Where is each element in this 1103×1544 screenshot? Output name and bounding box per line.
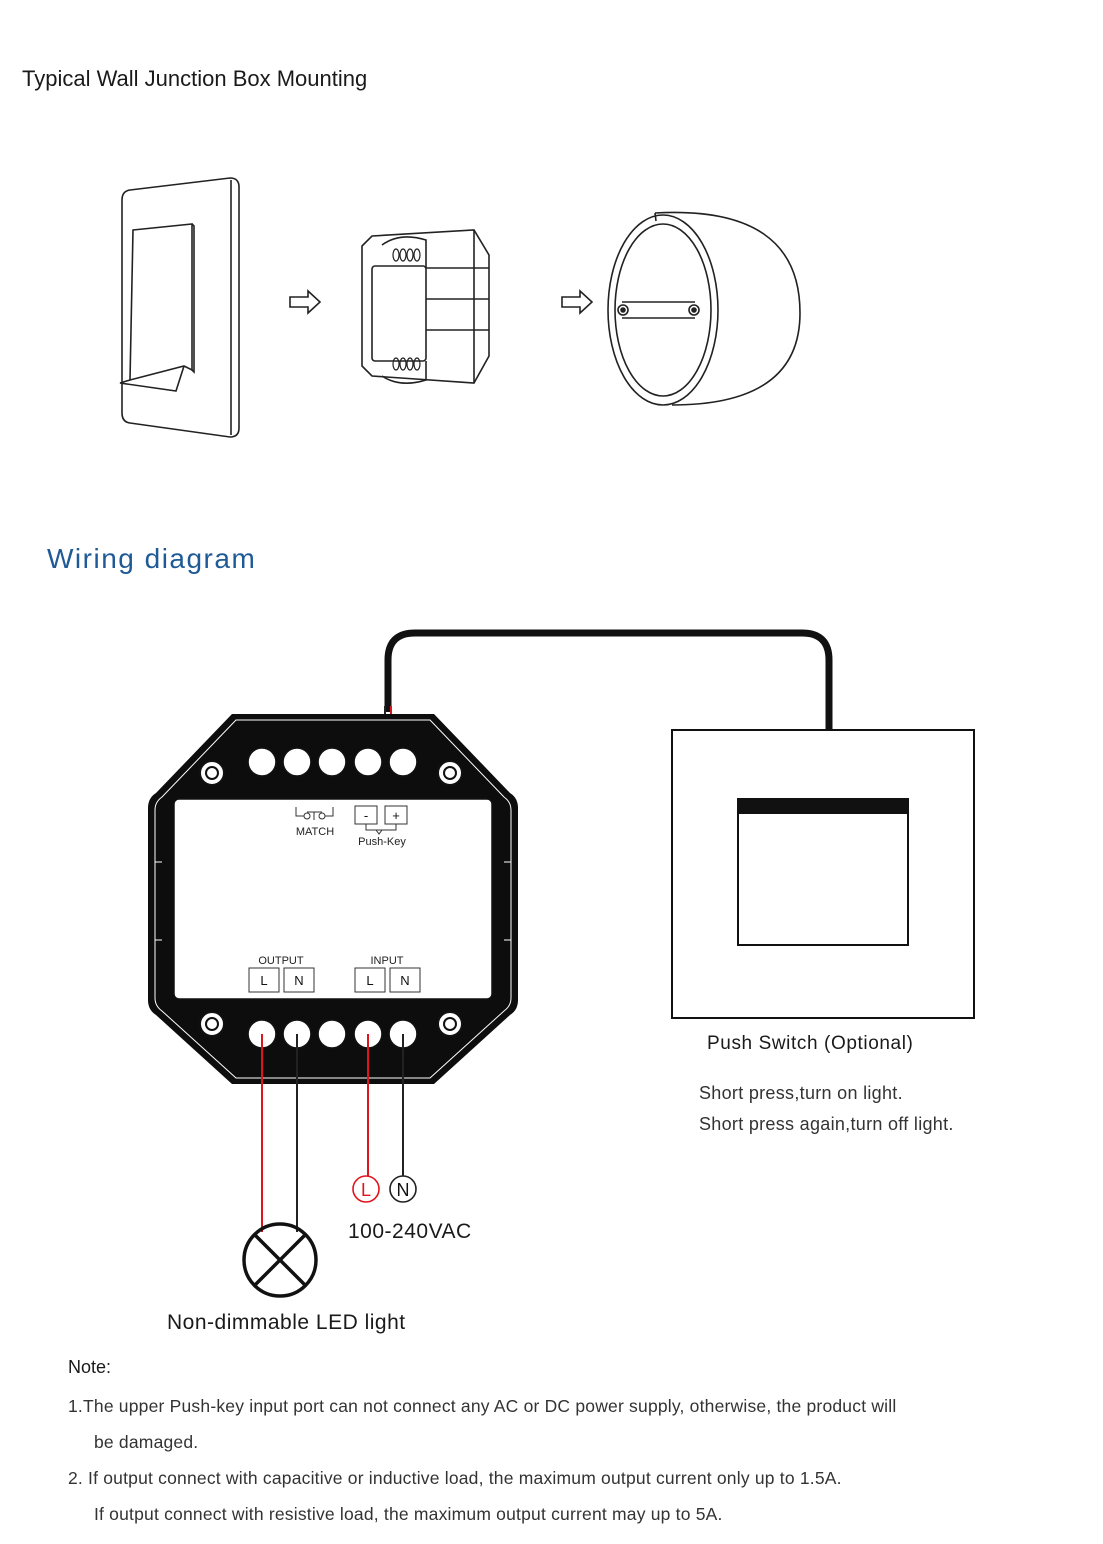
push-switch-description-2: Short press again,turn off light. xyxy=(699,1114,954,1134)
output-label: OUTPUT xyxy=(258,955,304,967)
input-l-label: L xyxy=(366,973,373,988)
push-key-plus: + xyxy=(392,808,400,823)
dimmer-module xyxy=(148,714,518,1084)
push-switch xyxy=(671,729,975,1019)
note-line: 1.The upper Push-key input port can not … xyxy=(68,1396,897,1416)
led-light-caption: Non-dimmable LED light xyxy=(167,1311,406,1334)
arrow-right-icon xyxy=(289,289,322,315)
input-n-label: N xyxy=(400,973,409,988)
push-key-minus: - xyxy=(364,808,368,823)
match-label: MATCH xyxy=(296,826,334,838)
push-switch-caption: Push Switch (Optional) xyxy=(707,1033,914,1054)
push-key-terminal: - + Push-Key xyxy=(354,805,408,848)
supply-live-terminal: L xyxy=(352,1175,380,1203)
mounting-screw-icon xyxy=(199,760,225,786)
lamp-icon xyxy=(242,1222,318,1298)
push-key-label: Push-Key xyxy=(358,836,406,848)
push-key-cable xyxy=(384,629,833,730)
arrow-right-icon xyxy=(561,289,594,315)
supply-l-label: L xyxy=(361,1180,371,1200)
note-line: 2. If output connect with capacitive or … xyxy=(68,1468,842,1488)
note-line: If output connect with resistive load, t… xyxy=(94,1504,723,1524)
mounting-screw-icon xyxy=(437,760,463,786)
mounting-title: Typical Wall Junction Box Mounting xyxy=(22,66,368,91)
wiring-title: Wiring diagram xyxy=(47,543,257,574)
mounting-screw-icon xyxy=(199,1011,225,1037)
wall-switch-illustration xyxy=(119,177,240,438)
supply-n-label: N xyxy=(397,1180,410,1200)
push-switch-description-1: Short press,turn on light. xyxy=(699,1083,903,1103)
output-n-label: N xyxy=(294,973,303,988)
match-button-icon xyxy=(295,807,334,820)
output-terminal: L N xyxy=(248,967,315,993)
note-line: be damaged. xyxy=(94,1432,199,1452)
output-l-label: L xyxy=(260,973,267,988)
note-title: Note: xyxy=(68,1357,112,1377)
mounting-screw-icon xyxy=(437,1011,463,1037)
supply-voltage-label: 100-240VAC xyxy=(348,1220,472,1243)
top-terminal-row xyxy=(247,747,418,777)
input-terminal: L N xyxy=(354,967,421,993)
input-label: INPUT xyxy=(371,955,404,967)
supply-neutral-terminal: N xyxy=(389,1175,417,1203)
dimmer-module-illustration xyxy=(361,229,490,384)
junction-box-illustration xyxy=(607,211,801,406)
